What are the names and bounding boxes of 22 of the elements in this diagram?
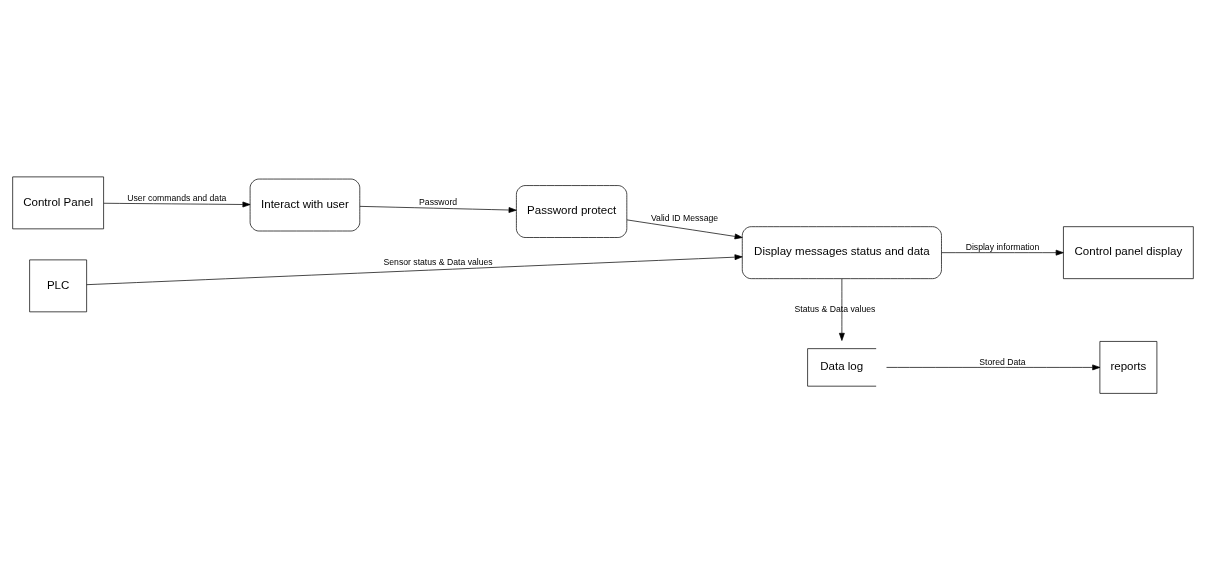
node-box: Control Panel xyxy=(12,176,104,229)
node-box: Password protect xyxy=(516,184,628,238)
edge-label: Status & Data values xyxy=(794,303,876,314)
edge-label: Password xyxy=(419,196,458,207)
node-box: Interact with user xyxy=(249,178,361,231)
edge-label: Stored Data xyxy=(979,356,1026,367)
arrow xyxy=(359,205,517,213)
node-box: Control panel display xyxy=(1063,225,1194,279)
node-text: Data log xyxy=(820,359,864,372)
arrow xyxy=(626,219,743,239)
arrow xyxy=(839,277,845,341)
arrow xyxy=(103,201,251,207)
node-box: Display messages status and data xyxy=(741,225,942,279)
arrow xyxy=(941,249,1064,256)
edge-label: Valid ID Message xyxy=(650,212,719,223)
edge-label: Display information xyxy=(965,241,1040,252)
edge-label: User commands and data xyxy=(127,192,227,203)
node-box: reports xyxy=(1099,340,1158,394)
node-box: PLC xyxy=(29,259,87,312)
edge-label: Sensor status & Data values xyxy=(383,256,493,267)
arrow xyxy=(886,364,1101,370)
arrow xyxy=(86,253,743,285)
